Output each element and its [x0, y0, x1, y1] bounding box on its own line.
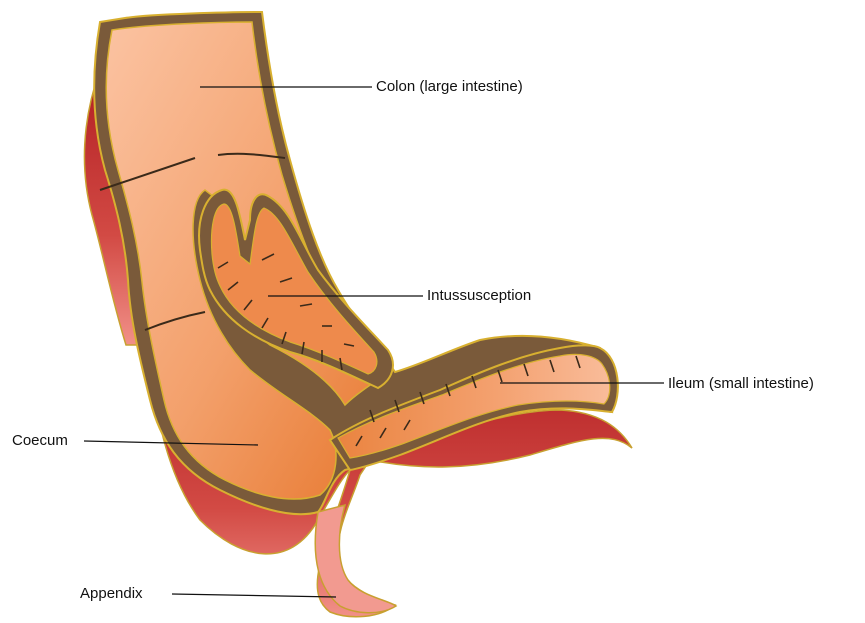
leader-appendix — [172, 594, 336, 597]
label-colon: Colon (large intestine) — [376, 78, 523, 96]
label-intussusception: Intussusception — [427, 287, 531, 305]
label-ileum: Ileum (small intestine) — [668, 375, 814, 393]
label-appendix: Appendix — [80, 585, 143, 603]
label-coecum: Coecum — [12, 432, 68, 450]
